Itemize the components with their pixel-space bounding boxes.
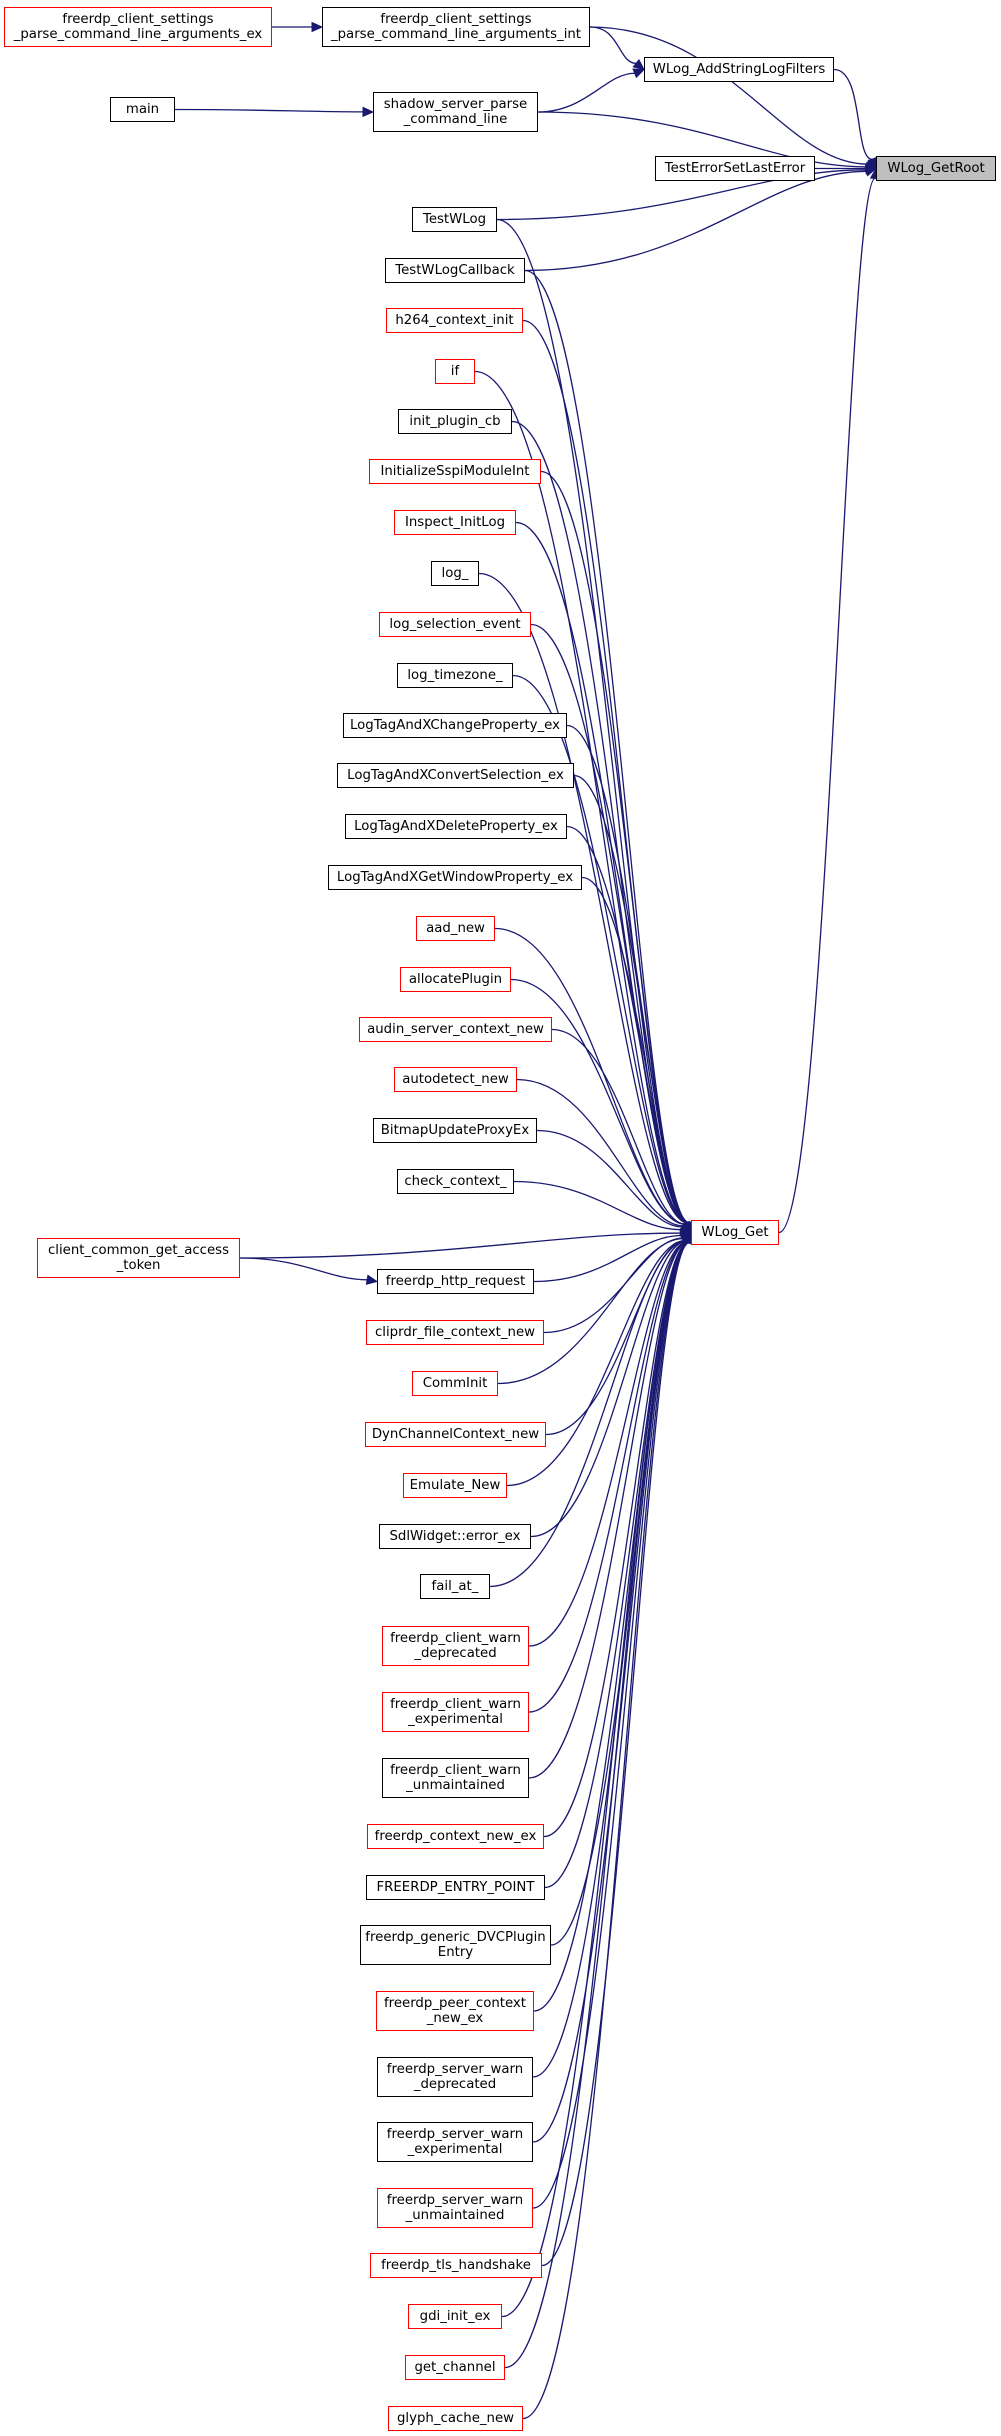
node-freerdp-server-warn-deprecated[interactable]: freerdp_server_warn _deprecated: [377, 2057, 533, 2097]
node-bitmapupdateproxyex[interactable]: BitmapUpdateProxyEx: [373, 1118, 537, 1143]
node-allocateplugin[interactable]: allocatePlugin: [400, 967, 511, 992]
edge-client-common-get-access-token-to-freerdp-http-request: [239, 1257, 368, 1281]
node-log-timezone[interactable]: log_timezone_: [397, 663, 513, 688]
edge-freerdp-client-warn-deprecated-to-wlog-get: [528, 1241, 688, 1647]
node-glyph-cache-new[interactable]: glyph_cache_new: [388, 2406, 523, 2431]
node-wlog-addstringlogfilters[interactable]: WLog_AddStringLogFilters: [644, 57, 834, 82]
edge-main-to-shadow-server-parse-command-line: [174, 108, 364, 113]
edge-glyph-cache-new-to-wlog-get: [522, 1241, 690, 2420]
node-freerdp-client-warn-deprecated[interactable]: freerdp_client_warn _deprecated: [382, 1626, 529, 1666]
edge-log-to-wlog-get: [478, 572, 688, 1224]
edge-freerdp-server-warn-experimental-to-wlog-get: [532, 1241, 690, 2143]
edge-audin-server-context-new-to-wlog-get: [551, 1028, 686, 1225]
edge-testwlog-to-wlog-getroot: [496, 169, 867, 221]
edge-aad-new-to-wlog-get: [494, 927, 686, 1225]
node-if[interactable]: if: [435, 359, 475, 384]
node-logtagandxgetwindowproperty-ex[interactable]: LogTagAndXGetWindowProperty_ex: [328, 865, 582, 890]
node-freerdp-context-new-ex[interactable]: freerdp_context_new_ex: [367, 1824, 544, 1849]
edge-if-to-wlog-get: [474, 370, 689, 1224]
node-freerdp-client-settings-parse-command-line-arguments-ex[interactable]: freerdp_client_settings _parse_command_l…: [4, 7, 272, 47]
edge-shadow-server-parse-command-line-to-wlog-addstringlogfilters: [537, 72, 635, 113]
node-inspect-initlog[interactable]: Inspect_InitLog: [394, 510, 516, 535]
edge-arrowhead: [362, 106, 375, 118]
edge-freerdp-http-request-to-wlog-get: [533, 1234, 682, 1283]
node-emulate-new[interactable]: Emulate_New: [403, 1473, 507, 1498]
node-freerdp-peer-context-new-ex[interactable]: freerdp_peer_context _new_ex: [376, 1991, 534, 2031]
node-log[interactable]: log_: [431, 561, 479, 586]
edge-gdi-init-ex-to-wlog-get: [501, 1241, 690, 2318]
edge-wlog-get-to-wlog-getroot: [778, 177, 876, 1234]
edge-shadow-server-parse-command-line-to-wlog-getroot: [537, 111, 867, 168]
node-check-context[interactable]: check_context_: [397, 1169, 514, 1194]
edge-arrowhead: [632, 58, 645, 71]
node-shadow-server-parse-command-line[interactable]: shadow_server_parse _command_line: [373, 92, 538, 132]
node-get-channel[interactable]: get_channel: [405, 2355, 505, 2380]
edge-log-timezone-to-wlog-get: [512, 674, 689, 1224]
node-sdlwidget-error-ex[interactable]: SdlWidget::error_ex: [379, 1524, 531, 1549]
node-gdi-init-ex[interactable]: gdi_init_ex: [408, 2304, 502, 2329]
edge-freerdp-server-warn-unmaintained-to-wlog-get: [532, 1241, 690, 2209]
edge-initializesspimoduleint-to-wlog-get: [540, 470, 690, 1224]
edge-freerdp-client-settings-parse-command-line-arguments-int-to-wlog-getroot: [589, 26, 868, 165]
edge-logtagandxdeleteproperty-ex-to-wlog-get: [566, 825, 689, 1224]
edge-freerdp-context-new-ex-to-wlog-get: [543, 1241, 689, 1838]
node-testerrorsetlasterror[interactable]: TestErrorSetLastError: [655, 156, 815, 181]
edge-fail-at-to-wlog-get: [489, 1240, 687, 1588]
node-main[interactable]: main: [110, 97, 175, 122]
node-cliprdr-file-context-new[interactable]: cliprdr_file_context_new: [366, 1320, 544, 1345]
node-logtagandxdeleteproperty-ex[interactable]: LogTagAndXDeleteProperty_ex: [345, 814, 567, 839]
node-logtagandxchangeproperty-ex[interactable]: LogTagAndXChangeProperty_ex: [343, 713, 567, 738]
node-freerdp-entry-point[interactable]: FREERDP_ENTRY_POINT: [366, 1875, 545, 1900]
edge-client-common-get-access-token-to-wlog-get: [239, 1232, 682, 1259]
edge-autodetect-new-to-wlog-get: [516, 1078, 684, 1227]
node-comminit[interactable]: CommInit: [412, 1371, 498, 1396]
edge-get-channel-to-wlog-get: [504, 1241, 690, 2369]
edge-logtagandxconvertselection-ex-to-wlog-get: [573, 774, 689, 1224]
node-aad-new[interactable]: aad_new: [416, 916, 495, 941]
edge-freerdp-server-warn-deprecated-to-wlog-get: [532, 1241, 690, 2078]
node-init-plugin-cb[interactable]: init_plugin_cb: [398, 409, 512, 434]
node-log-selection-event[interactable]: log_selection_event: [379, 612, 531, 637]
edge-wlog-addstringlogfilters-to-wlog-getroot: [833, 68, 873, 160]
node-testwlogcallback[interactable]: TestWLogCallback: [385, 258, 525, 283]
edge-logtagandxgetwindowproperty-ex-to-wlog-get: [581, 876, 689, 1224]
node-fail-at[interactable]: fail_at_: [420, 1574, 490, 1599]
edge-freerdp-tls-handshake-to-wlog-get: [541, 1241, 690, 2267]
edge-arrowhead: [632, 68, 646, 79]
edge-emulate-new-to-wlog-get: [506, 1239, 686, 1487]
node-wlog-getroot: WLog_GetRoot: [876, 156, 996, 181]
node-freerdp-client-warn-experimental[interactable]: freerdp_client_warn _experimental: [382, 1692, 529, 1732]
node-client-common-get-access-token[interactable]: client_common_get_access _token: [37, 1238, 240, 1278]
node-freerdp-client-settings-parse-command-line-arguments-int[interactable]: freerdp_client_settings _parse_command_l…: [322, 7, 590, 47]
edge-freerdp-client-warn-experimental-to-wlog-get: [528, 1241, 688, 1713]
node-freerdp-server-warn-unmaintained[interactable]: freerdp_server_warn _unmaintained: [377, 2188, 533, 2228]
node-logtagandxconvertselection-ex[interactable]: LogTagAndXConvertSelection_ex: [337, 763, 574, 788]
edge-testwlogcallback-to-wlog-getroot: [524, 170, 867, 272]
edge-arrowhead: [311, 21, 324, 33]
node-testwlog[interactable]: TestWLog: [412, 207, 497, 232]
edge-comminit-to-wlog-get: [497, 1238, 684, 1385]
edge-freerdp-generic-dvcpluginentry-to-wlog-get: [550, 1241, 690, 1946]
node-freerdp-generic-dvcpluginentry[interactable]: freerdp_generic_DVCPlugin Entry: [360, 1925, 551, 1965]
node-wlog-get[interactable]: WLog_Get: [691, 1220, 779, 1245]
edge-bitmapupdateproxyex-to-wlog-get: [536, 1129, 683, 1228]
node-freerdp-server-warn-experimental[interactable]: freerdp_server_warn _experimental: [377, 2122, 533, 2162]
node-initializesspimoduleint[interactable]: InitializeSspiModuleInt: [369, 459, 541, 484]
edge-allocateplugin-to-wlog-get: [510, 978, 686, 1225]
edge-arrowhead: [365, 1274, 379, 1285]
node-freerdp-tls-handshake[interactable]: freerdp_tls_handshake: [370, 2253, 542, 2278]
edge-check-context-to-wlog-get: [513, 1180, 682, 1231]
node-freerdp-http-request[interactable]: freerdp_http_request: [377, 1269, 534, 1294]
node-autodetect-new[interactable]: autodetect_new: [394, 1067, 517, 1092]
node-dynchannelcontext-new[interactable]: DynChannelContext_new: [365, 1422, 546, 1447]
node-audin-server-context-new[interactable]: audin_server_context_new: [359, 1017, 552, 1042]
edge-arrowhead: [864, 166, 878, 177]
node-h264-context-init[interactable]: h264_context_init: [386, 308, 523, 333]
edge-freerdp-client-warn-unmaintained-to-wlog-get: [528, 1241, 689, 1779]
edge-freerdp-client-settings-parse-command-line-arguments-int-to-wlog-addstringlogfilters: [589, 26, 637, 64]
node-freerdp-client-warn-unmaintained[interactable]: freerdp_client_warn _unmaintained: [382, 1758, 529, 1798]
